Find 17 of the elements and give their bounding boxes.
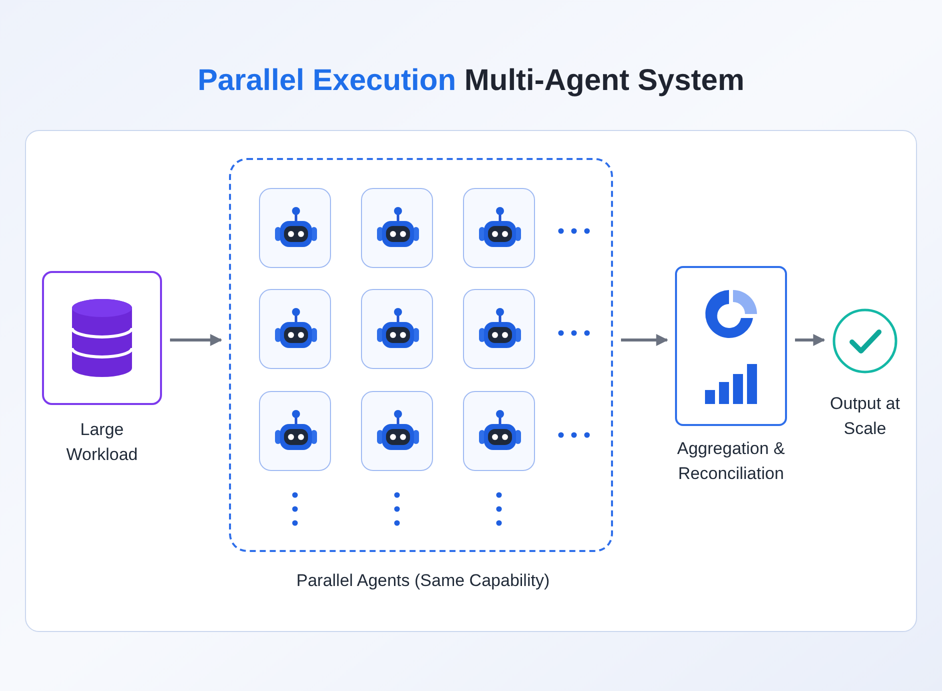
arrow bbox=[621, 334, 668, 346]
title: Parallel Execution Multi-Agent System bbox=[196, 63, 746, 99]
agent-box bbox=[463, 391, 535, 471]
agent-box bbox=[361, 188, 433, 268]
arrow bbox=[170, 334, 222, 346]
arrow bbox=[795, 334, 826, 346]
agent-box bbox=[259, 188, 331, 268]
agent-box bbox=[463, 289, 535, 369]
node-label: Large Workload bbox=[65, 419, 139, 466]
node-label: Aggregation & Reconciliation bbox=[676, 438, 786, 485]
agent-box bbox=[361, 391, 433, 471]
node-label: Parallel Agents (Same Capability) bbox=[295, 570, 551, 592]
agent-box bbox=[361, 289, 433, 369]
node-label: Output at Scale bbox=[829, 393, 901, 440]
agent-box bbox=[259, 391, 331, 471]
agent-box bbox=[463, 188, 535, 268]
agent-box bbox=[259, 289, 331, 369]
